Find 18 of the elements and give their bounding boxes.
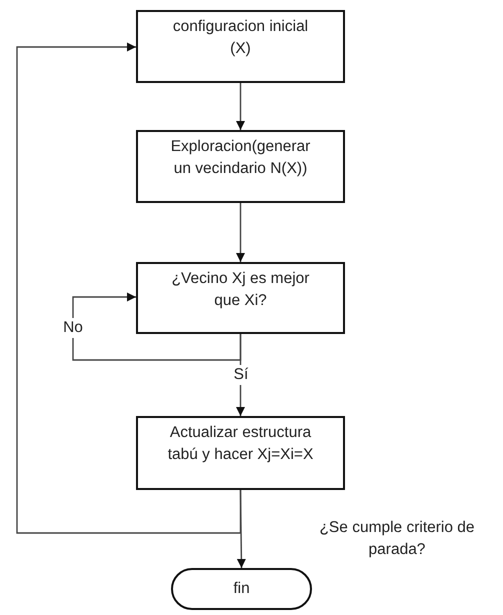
terminal-shape [171, 568, 312, 610]
node-text: Exploracion(generar un vecindario N(X)) [170, 137, 312, 180]
arrow [236, 334, 245, 416]
process-box [136, 262, 345, 334]
process-box [136, 130, 345, 203]
node-text: Actualizar estructura tabú y hacer Xj=Xi=X [166, 423, 314, 466]
arrow [236, 203, 245, 262]
node-text: ¿Vecino Xj es mejor que Xi? [170, 269, 310, 312]
arrow [72, 292, 242, 361]
arrow [236, 83, 245, 130]
edge-label: Sí [232, 365, 250, 385]
condition-note: ¿Se cumple criterio de parada? [318, 518, 476, 560]
process-box [136, 416, 345, 490]
arrow [16, 42, 242, 534]
node-text: configuracion inicial (X) [172, 17, 310, 60]
edge-label: No [61, 318, 85, 338]
process-box [136, 10, 345, 83]
node-text: fin [233, 578, 250, 599]
